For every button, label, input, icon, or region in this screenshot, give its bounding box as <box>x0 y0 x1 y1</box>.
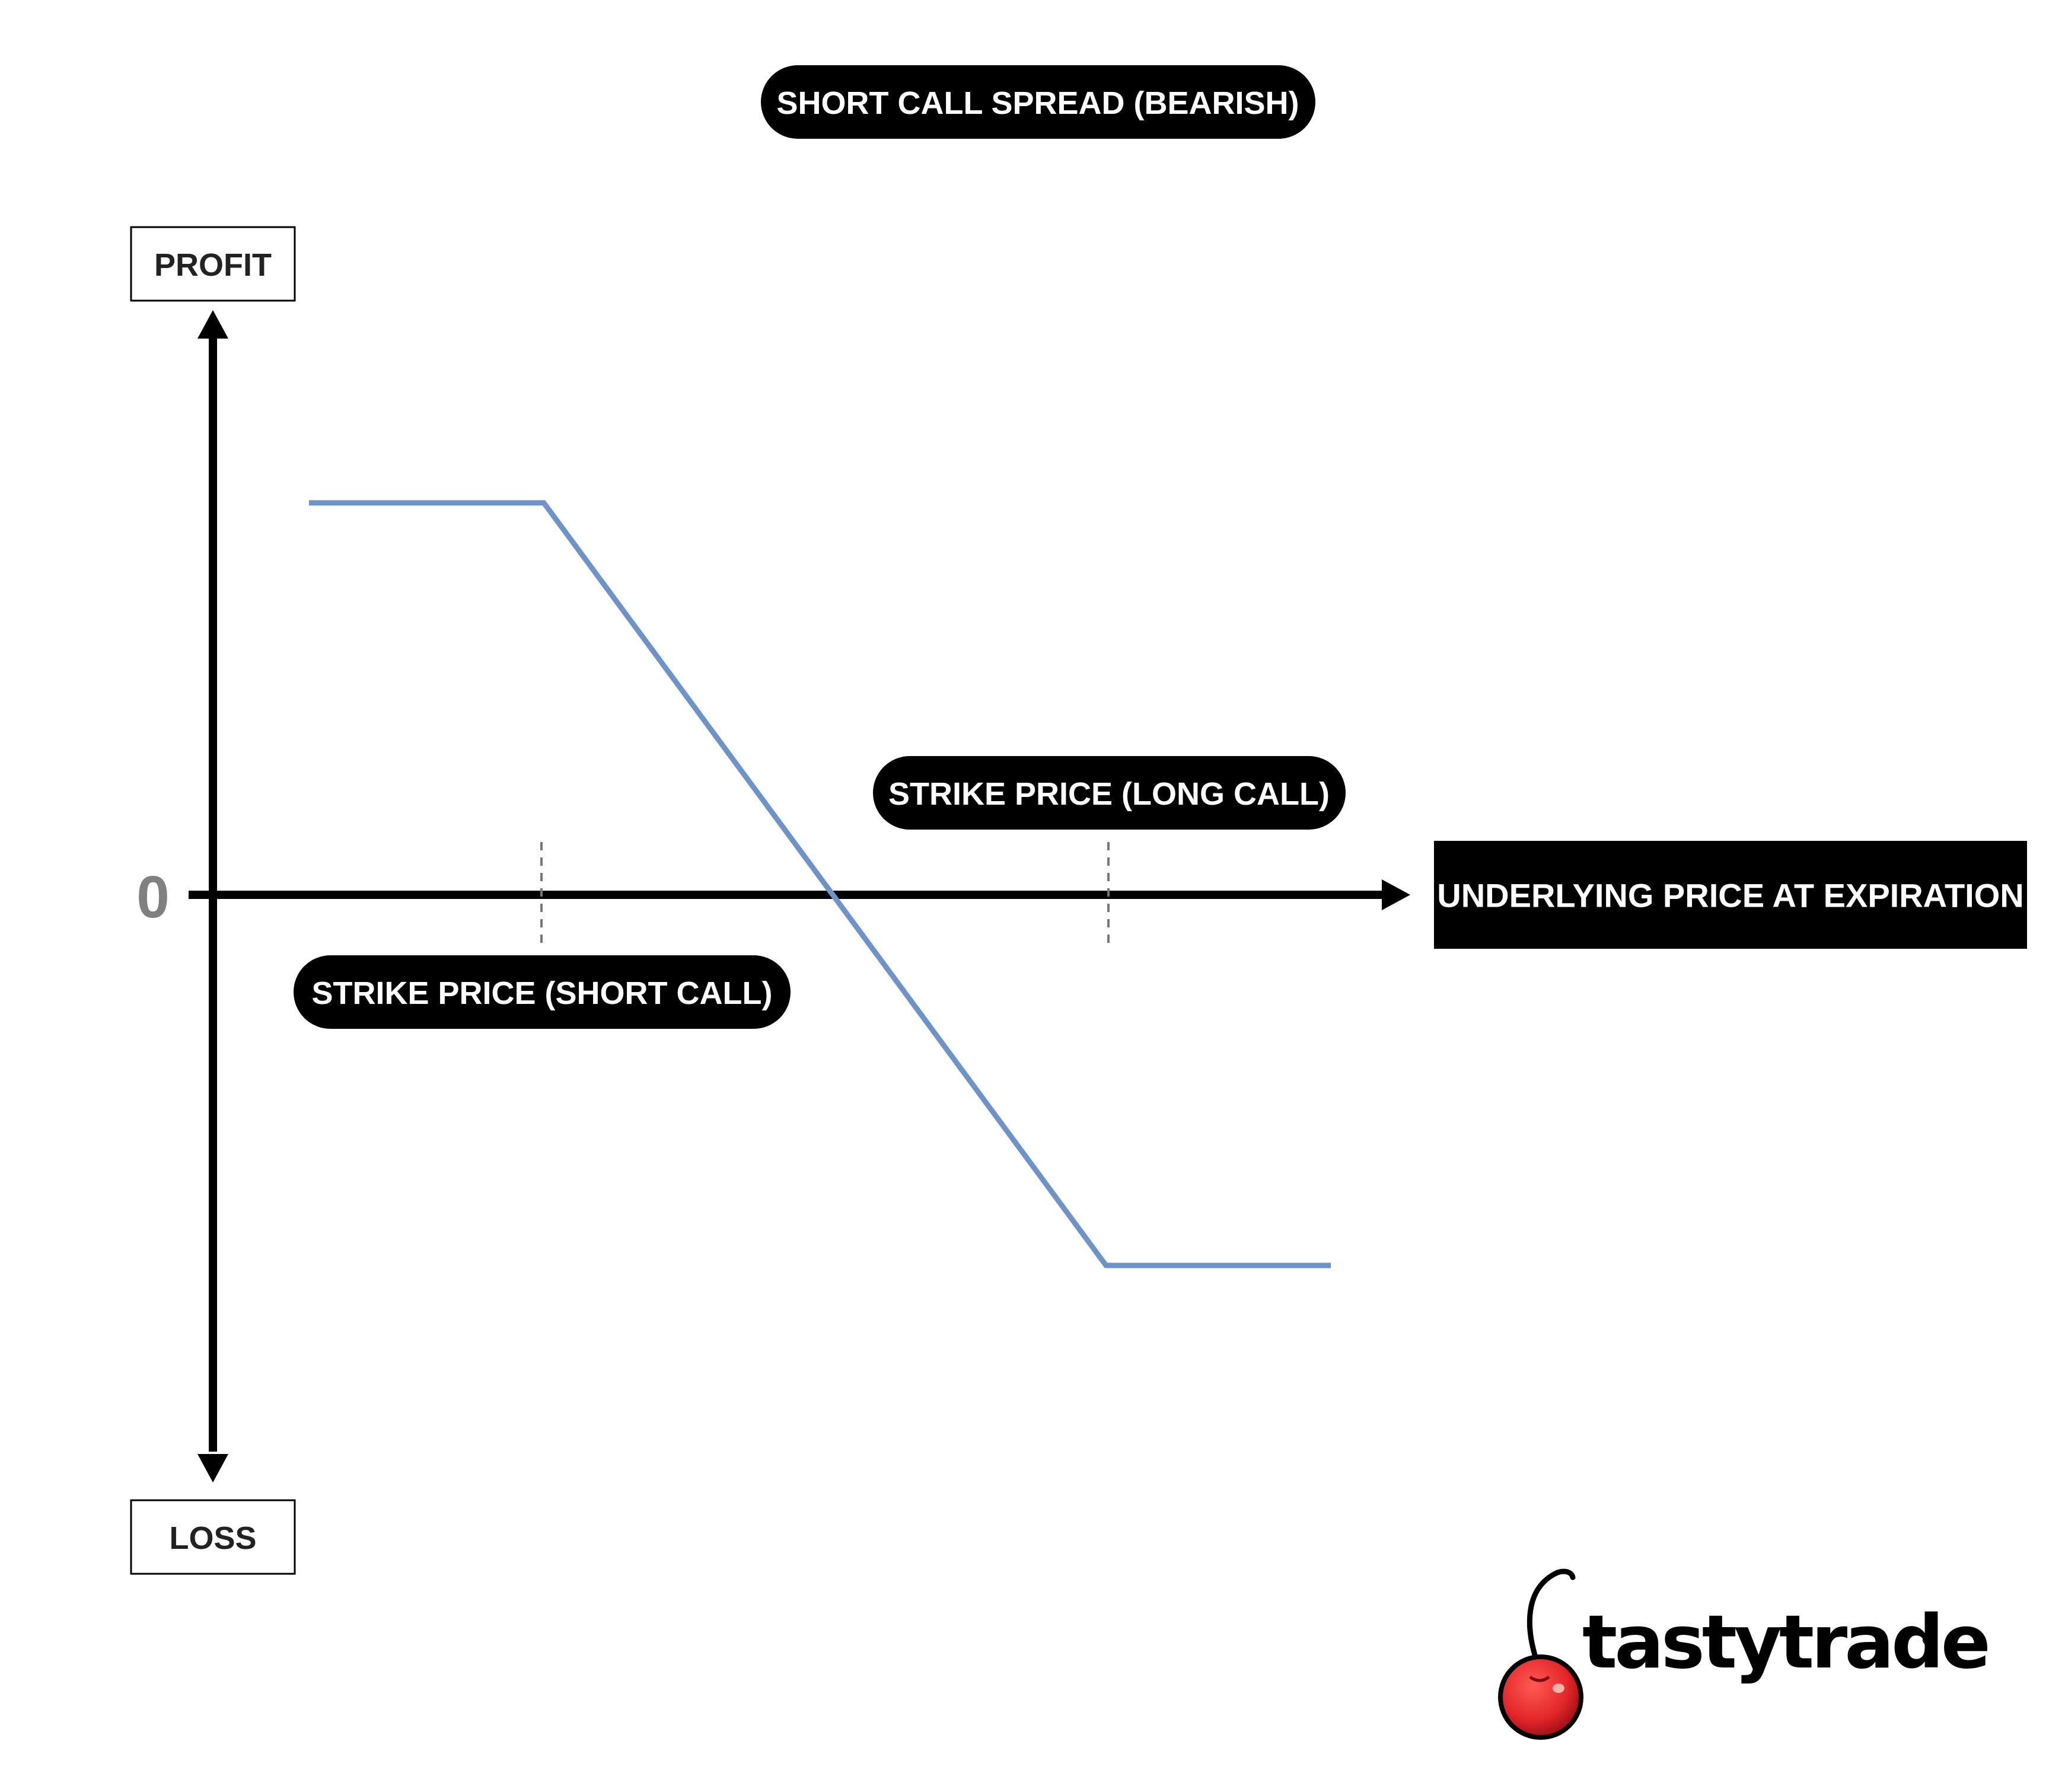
short-call-strike-label: STRIKE PRICE (SHORT CALL) <box>312 975 773 1011</box>
long-call-strike-pill: STRIKE PRICE (LONG CALL) <box>873 756 1346 830</box>
zero-label: 0 <box>136 864 170 930</box>
short-call-strike-pill: STRIKE PRICE (SHORT CALL) <box>294 955 791 1029</box>
registered-mark: ® <box>1920 1630 1937 1650</box>
long-call-strike-label: STRIKE PRICE (LONG CALL) <box>888 776 1330 812</box>
x-axis <box>189 879 1410 910</box>
chart-title: SHORT CALL SPREAD (BEARISH) <box>776 85 1299 121</box>
loss-label-box: LOSS <box>130 1499 296 1575</box>
payoff-line <box>309 500 1331 1268</box>
title-pill: SHORT CALL SPREAD (BEARISH) <box>761 65 1315 139</box>
logo-wordmark: tastytrade <box>1582 1600 1988 1685</box>
x-axis-label: UNDERLYING PRICE AT EXPIRATION <box>1437 877 2023 914</box>
y-axis-up-arrow <box>197 310 228 339</box>
profit-label: PROFIT <box>154 247 272 283</box>
tastytrade-logo: tastytrade ® <box>1498 1568 1991 1740</box>
profit-label-box: PROFIT <box>130 226 296 302</box>
y-axis-down-arrow <box>197 1454 228 1482</box>
x-axis-arrow <box>1382 879 1410 910</box>
y-axis <box>197 310 228 1482</box>
x-axis-label-box: UNDERLYING PRICE AT EXPIRATION <box>1434 841 2027 949</box>
loss-label: LOSS <box>169 1520 256 1556</box>
cherry-icon <box>1498 1568 1583 1740</box>
